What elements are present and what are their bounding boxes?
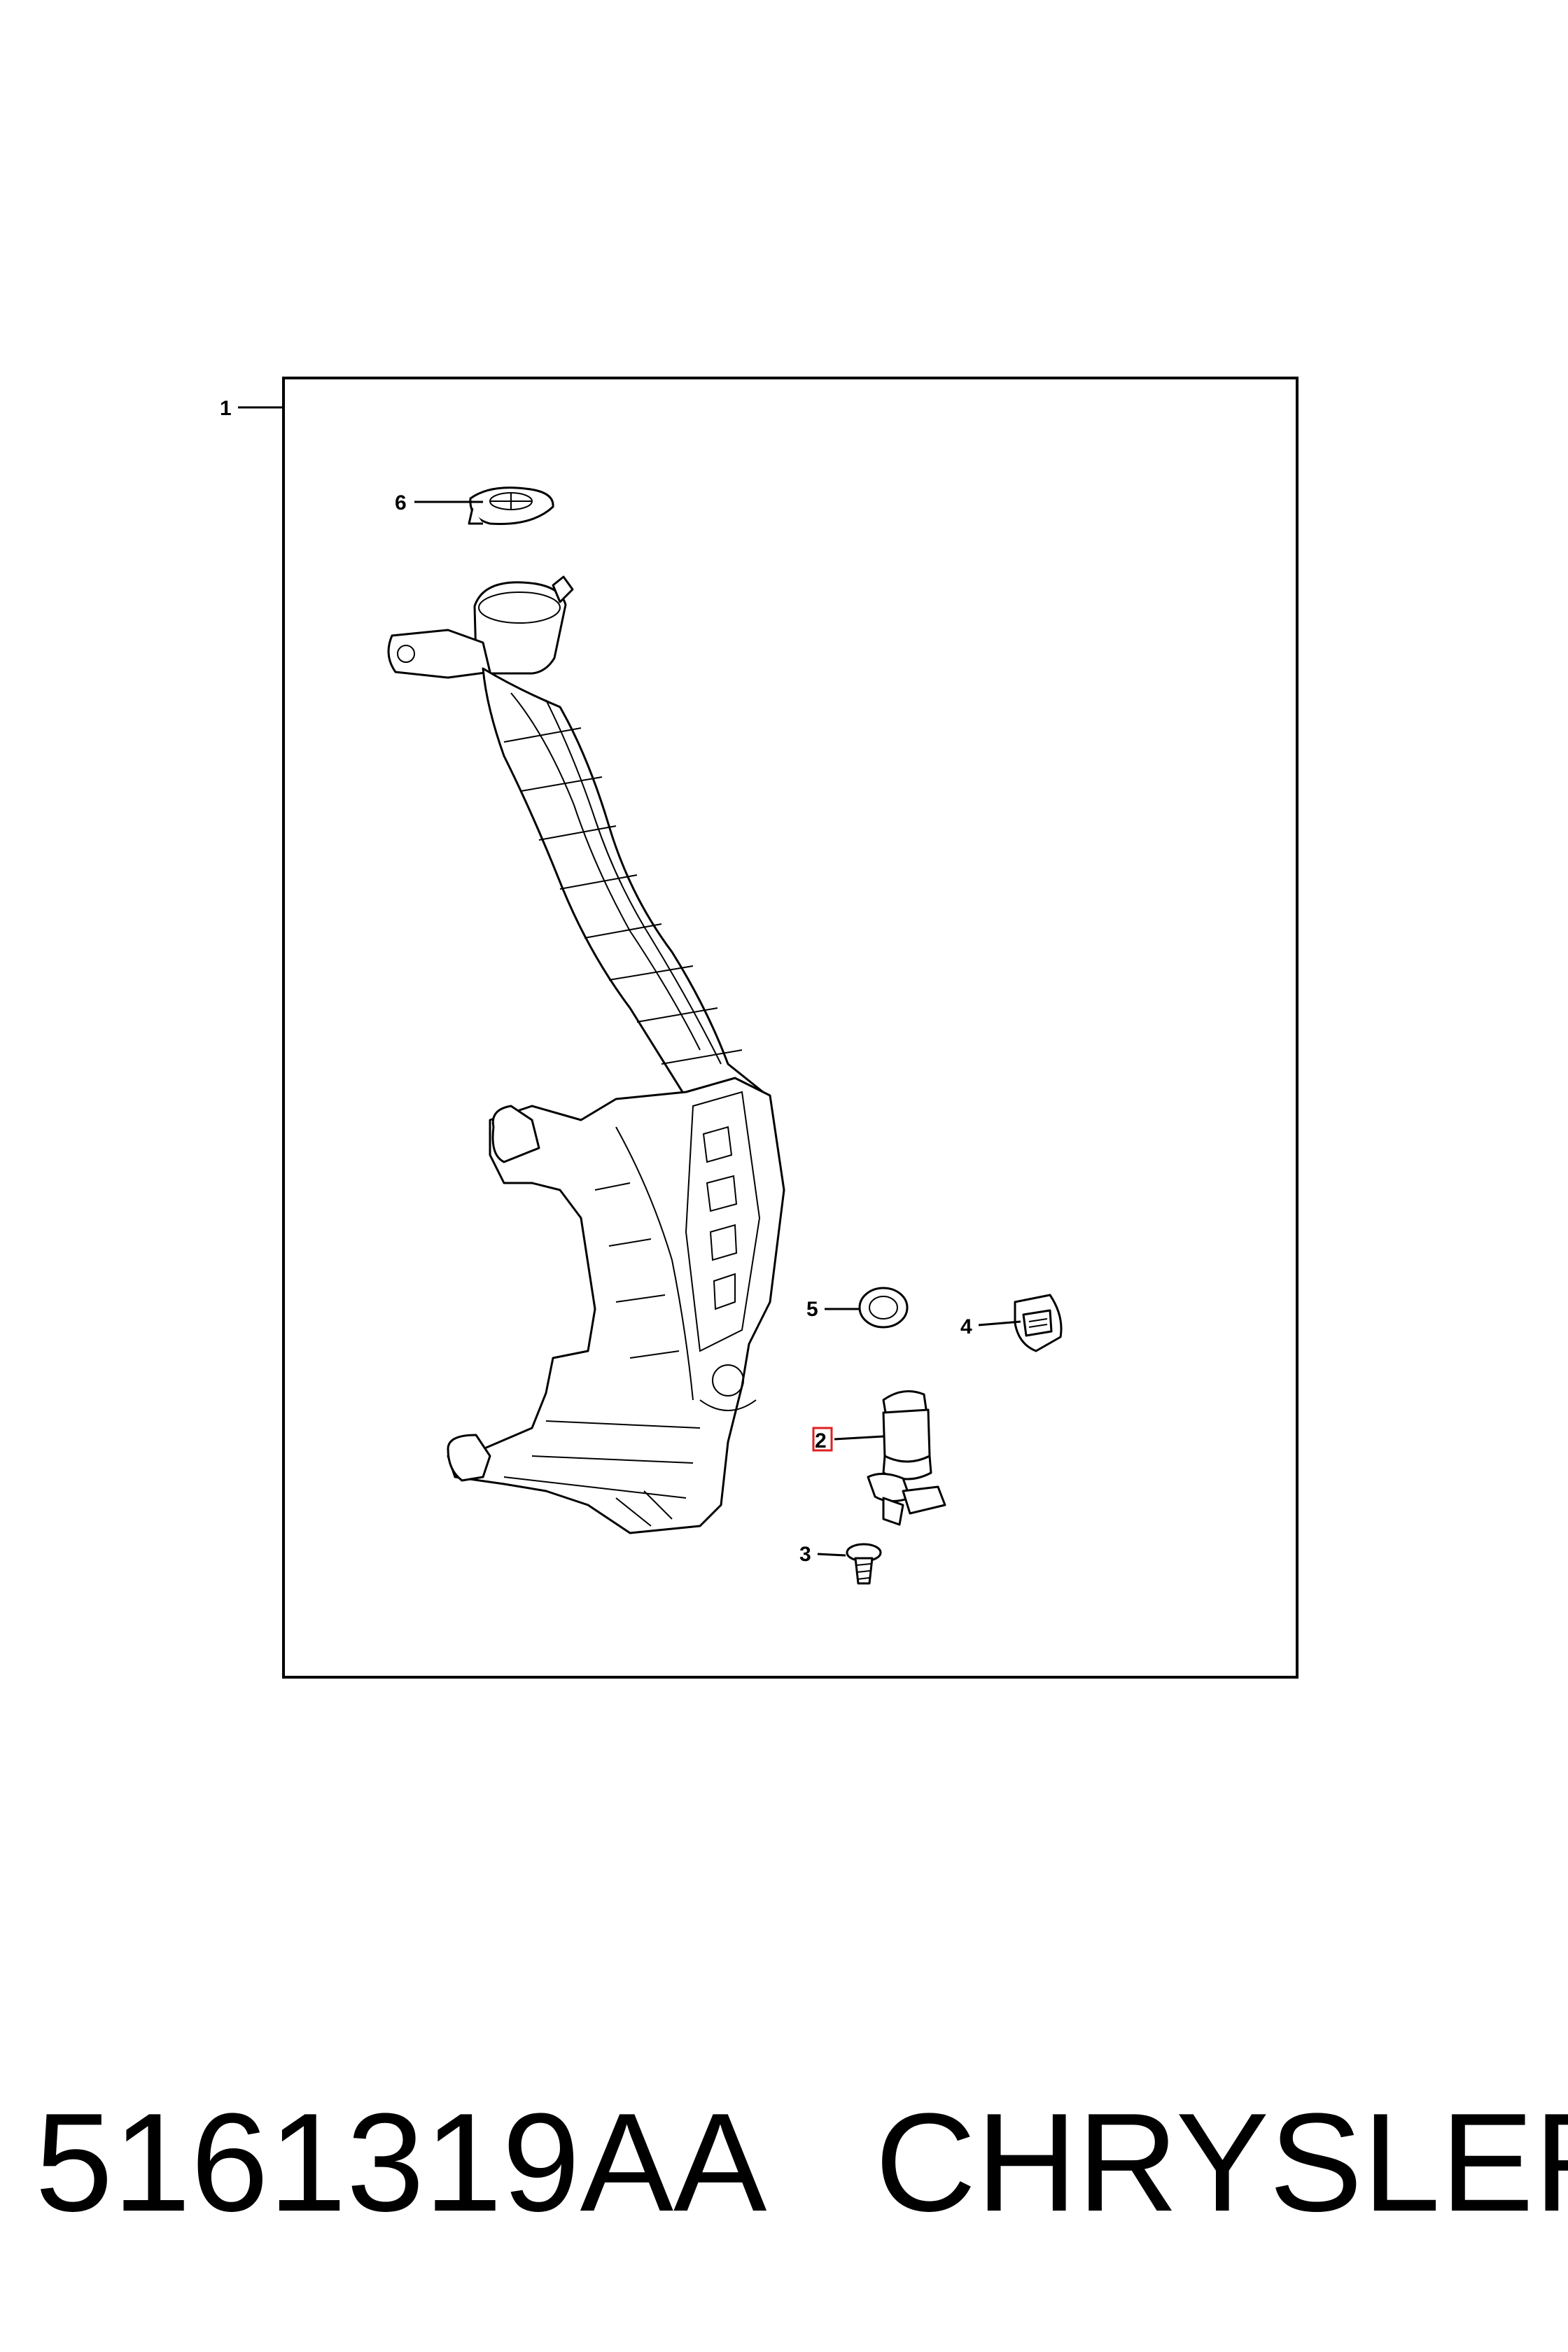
brand-name: CHRYSLER <box>875 2085 1568 2241</box>
callout-4[interactable]: 4 <box>960 1315 972 1338</box>
leader-3 <box>817 1553 846 1557</box>
callout-3[interactable]: 3 <box>799 1543 811 1566</box>
leader-2 <box>834 1435 884 1441</box>
part-5-grommet[interactable] <box>858 1287 909 1329</box>
callout-6[interactable]: 6 <box>395 491 407 514</box>
part-3-screw[interactable] <box>846 1543 882 1585</box>
part-4-connector[interactable] <box>1014 1294 1063 1352</box>
leader-4 <box>978 1320 1021 1326</box>
callout-5[interactable]: 5 <box>806 1298 818 1321</box>
callout-2[interactable]: 2 <box>815 1429 827 1452</box>
callout-1[interactable]: 1 <box>220 397 232 420</box>
part-number: 5161319AA <box>35 2085 767 2241</box>
part-6-cap[interactable] <box>468 486 554 525</box>
part-2-pump[interactable] <box>867 1390 946 1526</box>
callout-2-highlight <box>812 1427 833 1452</box>
part-1-reservoir[interactable] <box>387 575 785 1534</box>
assembly-frame <box>282 377 1298 1679</box>
